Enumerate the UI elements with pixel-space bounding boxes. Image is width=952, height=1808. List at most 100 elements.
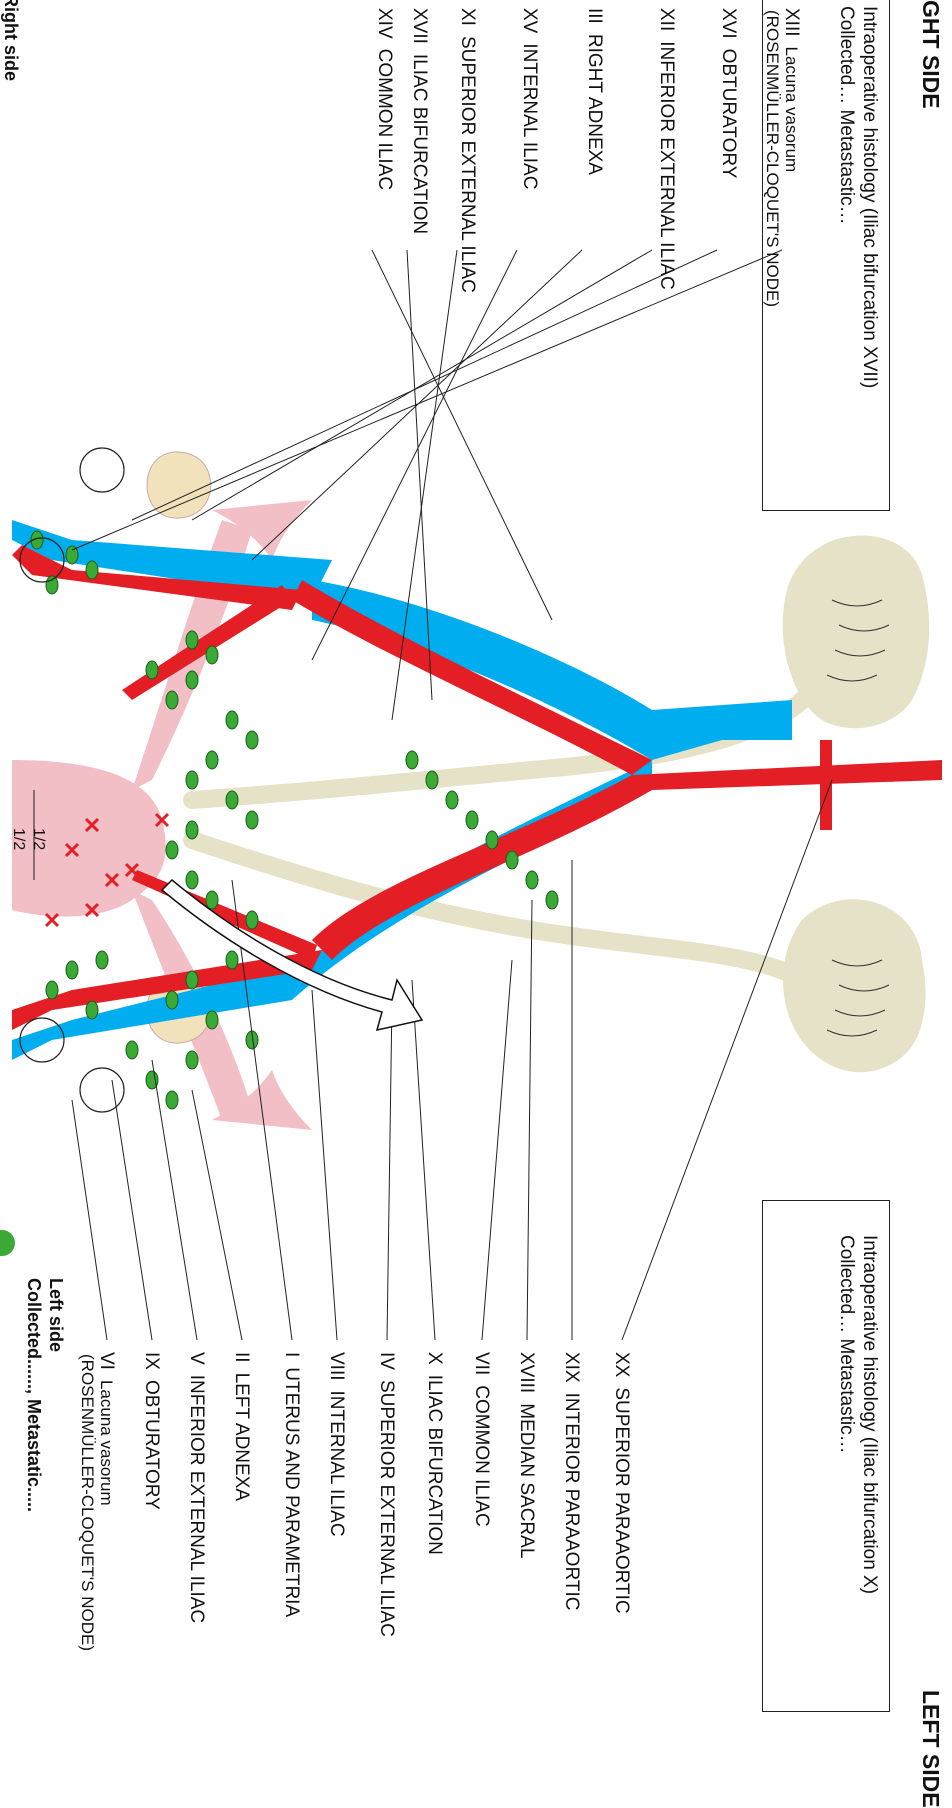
lymph-node — [186, 1051, 198, 1069]
label-numeral: XVI — [717, 8, 739, 39]
right-label-xvii: XVII ILIAC BIFURCATION — [408, 8, 430, 234]
label-text: SUPERIOR EXTERNAL ILIAC — [376, 1380, 397, 1637]
label-numeral: VII — [470, 1352, 492, 1375]
right-side-title: GHT SIDE — [917, 0, 944, 109]
leader-line-left — [72, 1100, 107, 1340]
label-text-secondary: (ROSENMÜLLER-CLOQUET'S NODE) — [77, 1352, 97, 1651]
right-label-xvi: XVI OBTURATORY — [717, 8, 739, 178]
label-text: ILIAC BIFURCATION — [409, 54, 430, 234]
label-numeral: XIII — [780, 8, 802, 37]
right-label-iii: III RIGHT ADNEXA — [583, 8, 605, 175]
left-label-vii: VII COMMON ILIAC — [470, 1352, 492, 1527]
right-label-xii: XII INFERIOR EXTERNAL ILIAC — [655, 8, 677, 290]
label-numeral: XX — [610, 1352, 632, 1377]
leader-line-left — [527, 900, 532, 1340]
lymph-node — [246, 811, 258, 829]
label-numeral: XV — [518, 8, 540, 33]
label-text: INFERIOR EXTERNAL ILIAC — [186, 1375, 207, 1623]
label-text: RIGHT ADNEXA — [584, 34, 605, 175]
label-text: COMMON ILIAC — [471, 1385, 492, 1526]
lymph-node — [186, 871, 198, 889]
lymph-node — [146, 661, 158, 679]
lymph-node — [446, 791, 458, 809]
lymph-node — [166, 1091, 178, 1109]
label-text: ILIAC BIFURCATION — [424, 1375, 445, 1555]
leader-line-right — [72, 250, 782, 550]
left-label-xviii: XVIII MEDIAN SACRAL — [515, 1352, 537, 1558]
label-text: UTERUS AND PARAMETRIA — [281, 1367, 302, 1617]
lymph-node — [406, 751, 418, 769]
leader-line-right — [132, 250, 717, 520]
label-numeral: IX — [140, 1352, 162, 1370]
left-label-x: XILIAC BIFURCATION — [423, 1352, 445, 1555]
label-numeral: XVIII — [515, 1352, 537, 1393]
label-numeral: XVII — [408, 8, 430, 44]
lymph-node — [126, 1041, 138, 1059]
label-text: MEDIAN SACRAL — [516, 1403, 537, 1558]
leader-line-left — [112, 1080, 152, 1340]
label-text: INFERIOR EXTERNAL ILIAC — [656, 41, 677, 289]
label-numeral: VIII — [325, 1352, 347, 1381]
label-text: OBTURATORY — [718, 49, 739, 179]
label-text-secondary: (ROSENMÜLLER-CLOQUET'S NODE) — [762, 8, 782, 307]
lymph-node — [46, 981, 58, 999]
lymph-node — [226, 951, 238, 969]
left-label-xx: XX SUPERIOR PARAAORTIC — [610, 1352, 632, 1614]
label-text: LEFT ADNEXA — [231, 1373, 252, 1501]
label-text: COMMON ILIAC — [374, 49, 395, 190]
lymph-node — [186, 971, 198, 989]
left-label-v: VINFERIOR EXTERNAL ILIAC — [185, 1352, 207, 1623]
label-numeral: VI — [95, 1352, 117, 1370]
lymph-node — [206, 891, 218, 909]
left-label-ii: II LEFT ADNEXA — [230, 1352, 252, 1501]
label-text: INTERNAL ILIAC — [326, 1391, 347, 1537]
lymph-node — [246, 731, 258, 749]
label-numeral: II — [230, 1352, 252, 1363]
right-common-iliac-artery — [292, 580, 652, 775]
label-numeral: XI — [456, 8, 478, 26]
label-text: Lacuna vasorum — [97, 1380, 116, 1506]
half-mark-lower: 1/2 — [9, 828, 27, 850]
lacuna-vasorum-circle — [80, 1068, 124, 1112]
right-label-xi: XISUPERIOR EXTERNAL ILIAC — [456, 8, 478, 293]
lymph-node — [466, 811, 478, 829]
leader-line-right — [372, 250, 552, 620]
left-label-viii: VIII INTERNAL ILIAC — [325, 1352, 347, 1537]
lymph-node — [226, 711, 238, 729]
lymph-node — [506, 851, 518, 869]
left-histology-line1: Intraoperative histology (Iliac bifurcat… — [858, 1235, 881, 1594]
label-numeral: IV — [375, 1352, 397, 1370]
label-text: SUPERIOR PARAAORTIC — [611, 1387, 632, 1613]
label-text: INTERNAL ILIAC — [519, 43, 540, 189]
lymph-node — [166, 691, 178, 709]
right-legend-title: Right side — [0, 0, 22, 81]
lymph-node — [546, 891, 558, 909]
label-numeral: III — [583, 8, 605, 24]
lymph-node — [206, 751, 218, 769]
lymph-node — [186, 821, 198, 839]
left-legend-collected: Collected......, Metastatic..... — [23, 1278, 45, 1512]
kidneys — [783, 535, 929, 1072]
label-numeral: XIX — [560, 1352, 582, 1383]
lacuna-vasorum-circle — [80, 448, 124, 492]
left-side-title: LEFT SIDE — [917, 1690, 944, 1808]
label-text: INTERIOR PARAAORTIC — [561, 1393, 582, 1611]
lymph-node — [86, 561, 98, 579]
left-histology-box: Intraoperative histology (Iliac bifurcat… — [762, 1200, 890, 1712]
label-text: OBTURATORY — [141, 1380, 162, 1510]
leader-line-right — [312, 250, 517, 660]
left-histology-line2: Collected… Metastastic… — [835, 1235, 858, 1454]
right-label-xiv: XIVCOMMON ILIAC — [373, 8, 395, 190]
lymph-node — [526, 871, 538, 889]
right-label-xv: XV INTERNAL ILIAC — [518, 8, 540, 189]
lymph-node — [206, 1011, 218, 1029]
left-label-vi: VI Lacuna vasorum(ROSENMÜLLER-CLOQUET'S N… — [77, 1352, 117, 1651]
lymph-node — [226, 791, 238, 809]
lymph-node — [66, 961, 78, 979]
lymph-node — [86, 1001, 98, 1019]
left-label-xix: XIX INTERIOR PARAAORTIC — [560, 1352, 582, 1610]
lymph-node — [186, 671, 198, 689]
left-label-i: IUTERUS AND PARAMETRIA — [280, 1352, 302, 1617]
label-numeral: XII — [655, 8, 677, 31]
